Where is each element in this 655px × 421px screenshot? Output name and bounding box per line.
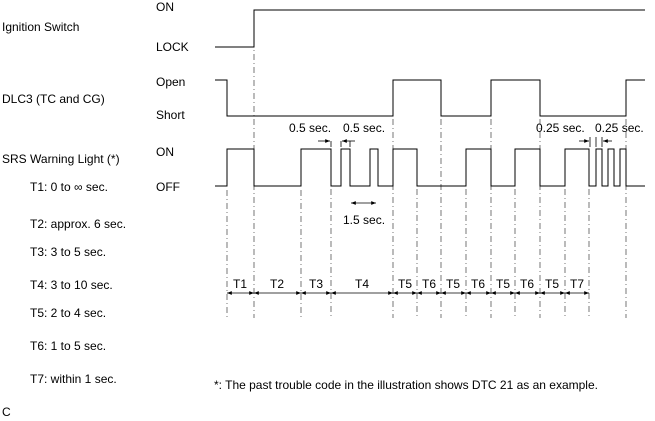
duration-label-1-5: 1.5 sec. (343, 213, 386, 227)
timeline-label-7: T5 (446, 277, 460, 291)
timeline-label-9: T5 (496, 277, 510, 291)
timeline-label-10: T6 (520, 277, 534, 291)
srs-waveform (215, 148, 645, 187)
duration-label-0-5-second: 0.5 sec. (343, 121, 386, 135)
legend-t5: T5: 2 to 4 sec. (30, 306, 107, 320)
dlc3-waveform (215, 79, 645, 117)
timeline-label-11: T5 (545, 277, 559, 291)
timeline-label-8: T6 (471, 277, 485, 291)
legend-t2: T2: approx. 6 sec. (30, 217, 127, 231)
state-label-ignition-on: ON (156, 0, 174, 14)
legend-t7: T7: within 1 sec. (30, 372, 117, 386)
duration-label-0-5-first: 0.5 sec. (289, 121, 332, 135)
signal-name-dlc3: DLC3 (TC and CG) (2, 92, 105, 106)
state-label-srs-off: OFF (156, 180, 180, 194)
duration-label-0-25-second: 0.25 sec. (595, 121, 644, 135)
state-label-srs-on: ON (156, 145, 174, 159)
duration-arrows-0-25 (579, 137, 612, 147)
signal-name-ignition: Ignition Switch (2, 20, 80, 34)
timeline-label-1: T1 (233, 277, 247, 291)
timeline-label-4: T4 (355, 277, 369, 291)
guide-lines (226, 15, 627, 318)
timeline-label-6: T6 (422, 277, 436, 291)
legend-t1: T1: 0 to ∞ sec. (30, 180, 108, 194)
state-label-ignition-lock: LOCK (156, 40, 189, 54)
signal-name-srs: SRS Warning Light (*) (2, 152, 120, 166)
duration-arrows-0-5 (318, 139, 355, 147)
timeline-label-5: T5 (398, 277, 412, 291)
timeline-label-3: T3 (309, 277, 323, 291)
duration-label-0-25-first: 0.25 sec. (536, 121, 585, 135)
ignition-waveform (215, 9, 645, 48)
legend-t6: T6: 1 to 5 sec. (30, 339, 107, 353)
footnote: *: The past trouble code in the illustra… (214, 378, 598, 392)
legend-t3: T3: 3 to 5 sec. (30, 245, 107, 259)
state-label-dlc3-short: Short (156, 108, 185, 122)
timeline-labels: T1 T2 T3 T4 T5 T6 T5 T6 T5 T6 T5 T7 (233, 277, 584, 291)
figure-code: C (2, 405, 11, 419)
state-label-dlc3-open: Open (156, 75, 186, 89)
timeline-label-2: T2 (270, 277, 284, 291)
timeline-label-12: T7 (570, 277, 584, 291)
legend-t4: T4: 3 to 10 sec. (30, 278, 113, 292)
